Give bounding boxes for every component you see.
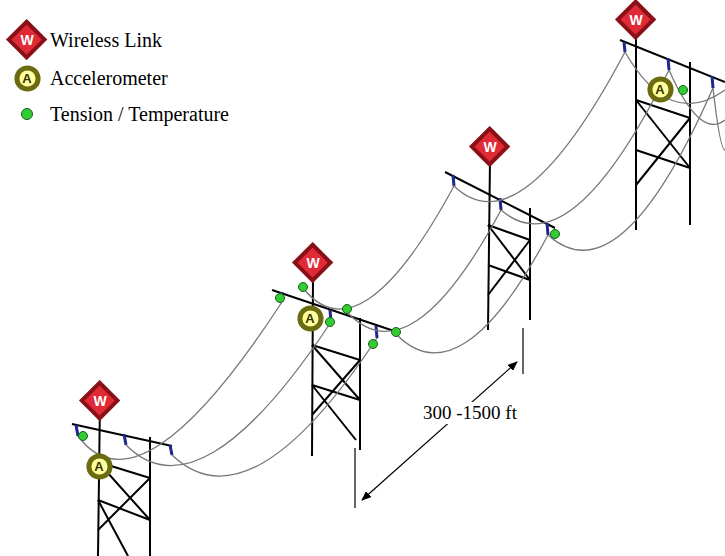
circle-shape <box>649 78 670 99</box>
wireless-link-diamond: W <box>8 21 45 58</box>
wireless-link-diamond: W <box>294 244 331 281</box>
circle-shape <box>299 307 320 328</box>
legend-text: Accelerometer <box>50 67 168 89</box>
legend-swatch <box>21 108 33 120</box>
sensor-letter: A <box>655 83 664 96</box>
accelerometer-circle: A <box>88 455 111 478</box>
link-letter: W <box>306 256 319 270</box>
accelerometer-circle: A <box>16 67 39 90</box>
wireless-link-diamond: W <box>617 1 654 38</box>
wireless-link-diamond: W <box>81 382 118 419</box>
sensor-letter: A <box>22 72 31 85</box>
diamond-shape <box>295 245 331 281</box>
legend-text: Wireless Link <box>50 29 162 51</box>
diamond-shape <box>9 22 45 58</box>
diamond-shape <box>82 383 118 419</box>
sensor-letter: A <box>305 312 314 325</box>
accelerometer-circle: A <box>299 307 322 330</box>
wireless-link-diamond: W <box>471 128 508 165</box>
legend-text: Tension / Temperature <box>50 103 229 125</box>
circle-shape <box>16 67 37 88</box>
link-letter: W <box>483 140 496 154</box>
link-letter: W <box>629 13 642 27</box>
sensor-letter: A <box>94 460 103 473</box>
dimension-label: 300 -1500 ft <box>420 402 520 424</box>
link-letter: W <box>20 33 33 47</box>
circle-shape <box>88 455 109 476</box>
diamond-shape <box>618 2 654 38</box>
diamond-shape <box>472 129 508 165</box>
accelerometer-circle: A <box>649 78 672 101</box>
link-letter: W <box>93 394 106 408</box>
